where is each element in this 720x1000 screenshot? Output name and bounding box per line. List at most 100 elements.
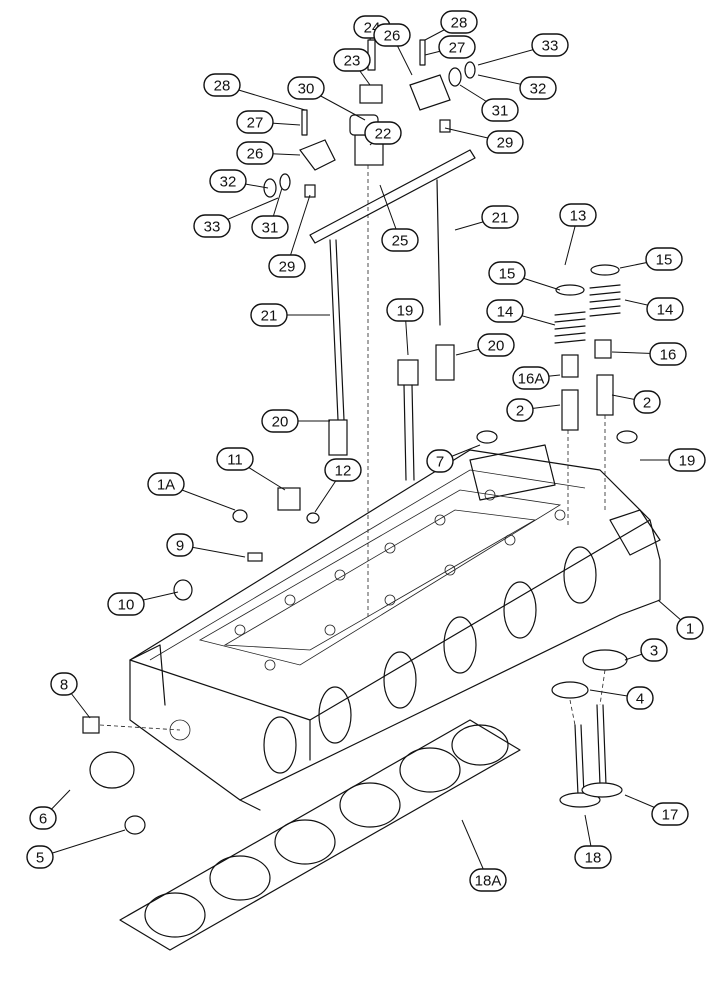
callout-number: 28 (214, 78, 231, 95)
push-rods (328, 179, 455, 481)
callout-bubble (333, 48, 371, 72)
callout-number: 2 (643, 395, 651, 412)
callout-bubble (676, 616, 704, 640)
callout-bubble (268, 254, 306, 278)
callout-bubble (426, 449, 454, 473)
callout-number: 8 (60, 677, 68, 694)
callout-number: 18 (585, 850, 602, 867)
callout-14: 14 (624, 297, 684, 321)
callout-26: 26 (236, 141, 301, 165)
callout-number: 22 (375, 126, 392, 143)
callout-number: 2 (516, 403, 524, 420)
callout-bubble (559, 203, 597, 227)
callout-bubble (440, 10, 478, 34)
callout-26: 26 (373, 23, 413, 76)
callout-27: 27 (236, 110, 301, 134)
callout-bubble (640, 638, 668, 662)
callout-bubble (574, 845, 612, 869)
callout-bubble (486, 130, 524, 154)
callout-number: 10 (118, 597, 135, 614)
callout-2: 2 (611, 390, 661, 414)
callout-number: 29 (279, 259, 296, 276)
callout-1: 1 (657, 599, 704, 640)
callout-32: 32 (477, 74, 557, 100)
callout-number: 15 (656, 252, 673, 269)
callout-number: 23 (344, 53, 361, 70)
callout-31: 31 (251, 187, 289, 239)
callout-number: 26 (247, 146, 264, 163)
callout-2: 2 (506, 398, 561, 422)
callout-number: 20 (272, 414, 289, 431)
callout-15: 15 (619, 247, 683, 271)
callout-4: 4 (589, 686, 654, 710)
callout-number: 4 (636, 691, 644, 708)
callout-bubble (633, 390, 661, 414)
callout-bubble (193, 214, 231, 238)
callout-29: 29 (268, 194, 311, 278)
callout-number: 1A (157, 477, 175, 494)
callout-7: 7 (426, 444, 481, 473)
callout-bubble (216, 447, 254, 471)
callout-33: 33 (193, 197, 279, 238)
callout-number: 25 (392, 233, 409, 250)
callout-bubble (506, 398, 534, 422)
callout-bubble (236, 110, 274, 134)
callout-8: 8 (50, 672, 91, 719)
callout-9: 9 (166, 533, 246, 558)
callout-number: 16 (660, 347, 677, 364)
callout-28: 28 (424, 10, 478, 41)
callout-number: 32 (220, 174, 237, 191)
callout-bubble (261, 409, 299, 433)
callout-bubble (488, 261, 526, 285)
callout-23: 23 (333, 48, 371, 86)
callout-19: 19 (640, 448, 706, 472)
callout-bubble (147, 472, 185, 496)
callout-10: 10 (107, 591, 179, 616)
callout-bubble (386, 298, 424, 322)
callout-3: 3 (624, 638, 668, 662)
callout-12: 12 (314, 458, 362, 513)
callout-bubble (486, 299, 524, 323)
callout-bubble (364, 121, 402, 145)
callout-number: 20 (488, 338, 505, 355)
callout-number: 21 (492, 210, 509, 227)
callout-bubble (50, 672, 78, 696)
locator-lines (367, 165, 606, 726)
callout-number: 1 (686, 621, 694, 638)
callout-number: 19 (679, 453, 696, 470)
callout-bubble (251, 215, 289, 239)
valves (551, 649, 628, 808)
callout-number: 26 (384, 28, 401, 45)
callout-14: 14 (486, 299, 556, 326)
callout-number: 13 (570, 208, 587, 225)
callout-number: 33 (542, 38, 559, 55)
callout-18a: 18A (461, 819, 507, 892)
callout-bubble (107, 592, 145, 616)
callout-number: 31 (262, 220, 279, 237)
callout-31: 31 (459, 84, 519, 122)
callout-22: 22 (364, 121, 402, 146)
rocker-shaft (309, 149, 476, 244)
callout-bubble (519, 76, 557, 100)
head-gasket (119, 719, 521, 951)
callout-bubble (373, 23, 411, 47)
callout-bubble (166, 533, 194, 557)
callout-28: 28 (203, 73, 306, 111)
callout-number: 6 (39, 811, 47, 828)
callout-bubble (649, 342, 687, 366)
callout-bubble (26, 845, 54, 869)
callout-15: 15 (488, 261, 561, 291)
callout-29: 29 (444, 127, 524, 154)
callout-6: 6 (29, 789, 71, 830)
callout-33: 33 (477, 33, 569, 66)
callout-number: 32 (530, 81, 547, 98)
callout-bubble (209, 169, 247, 193)
callout-number: 15 (499, 266, 516, 283)
callout-number: 28 (451, 15, 468, 32)
callout-bubble (324, 458, 362, 482)
callout-20: 20 (261, 409, 330, 433)
callout-number: 29 (497, 135, 514, 152)
misc-parts (82, 487, 320, 835)
